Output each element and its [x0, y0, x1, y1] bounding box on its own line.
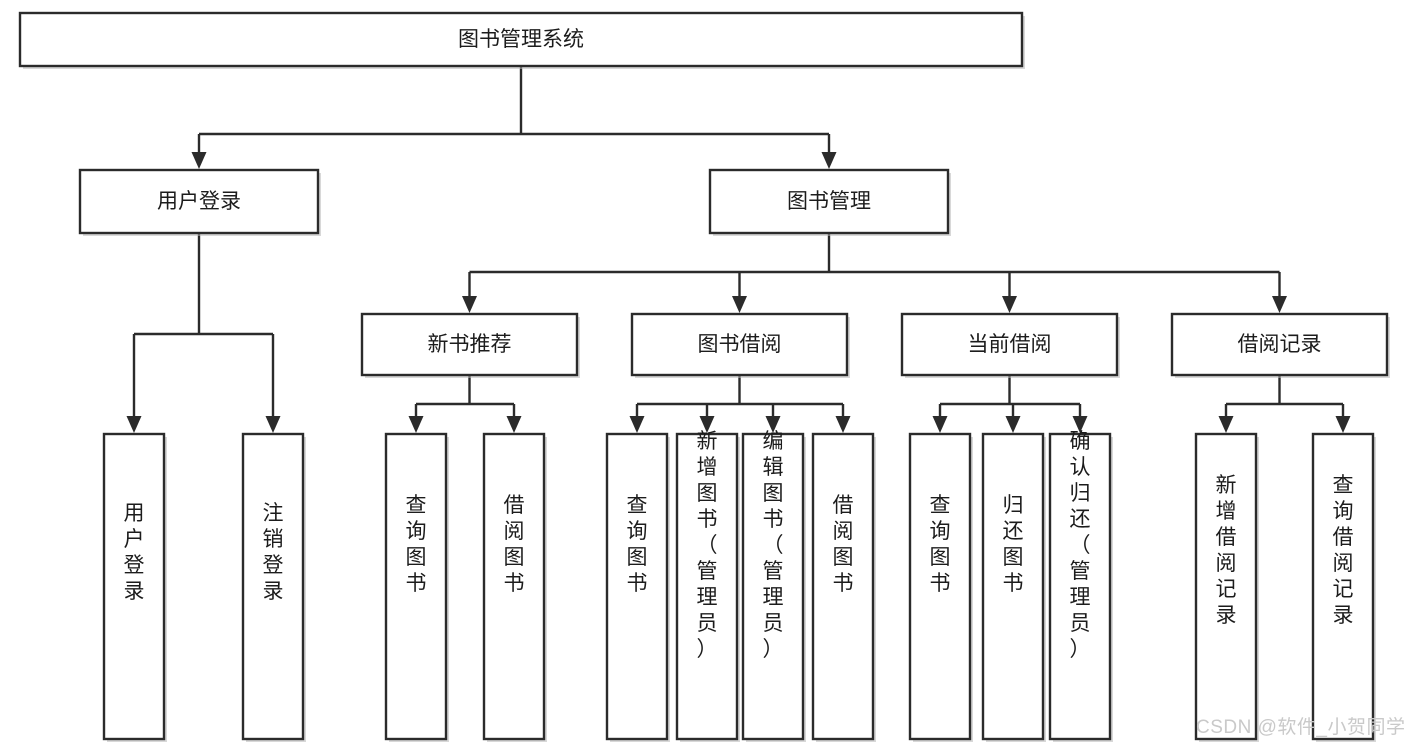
- node-label: 图书管理: [787, 190, 871, 213]
- node-rect[interactable]: [981, 432, 1045, 741]
- node-label: 新书推荐: [428, 333, 512, 356]
- node-label: 新增图书（管理员）: [697, 430, 718, 661]
- node-rect[interactable]: [900, 312, 1119, 377]
- node-logout[interactable]: 注销登录: [241, 432, 306, 742]
- node-label: 借阅记录: [1238, 333, 1322, 356]
- arrow-head: [126, 416, 142, 433]
- node-label: 查询图书: [627, 494, 648, 595]
- edge-group-bookmgmt: [462, 233, 1287, 313]
- node-userlogin[interactable]: 用户登录: [102, 432, 167, 742]
- node-rect[interactable]: [482, 432, 546, 741]
- arrow-head: [1272, 296, 1287, 313]
- arrow-head: [699, 416, 715, 433]
- arrow-head: [835, 416, 851, 433]
- node-rect[interactable]: [741, 432, 805, 741]
- edge-group-root: [191, 66, 837, 169]
- node-rect[interactable]: [605, 432, 669, 741]
- node-label: 新增借阅记录: [1216, 474, 1237, 627]
- node-rect[interactable]: [675, 432, 739, 741]
- node-confirm[interactable]: 确认归还（管理员）: [1048, 430, 1113, 742]
- node-rect[interactable]: [630, 312, 849, 377]
- node-rect[interactable]: [1048, 432, 1112, 741]
- edge-group-current: [932, 375, 1088, 433]
- arrow-head: [629, 416, 645, 433]
- node-label: 借阅图书: [833, 494, 854, 595]
- node-label: 图书管理系统: [458, 28, 584, 51]
- node-rect[interactable]: [78, 168, 320, 235]
- node-label: 归还图书: [1003, 494, 1024, 595]
- node-label: 图书借阅: [698, 333, 782, 356]
- node-returnbook[interactable]: 归还图书: [981, 432, 1046, 742]
- node-rect[interactable]: [360, 312, 579, 377]
- arrow-head: [765, 416, 781, 433]
- node-rect[interactable]: [102, 432, 166, 741]
- node-addbook[interactable]: 新增图书（管理员）: [675, 430, 740, 742]
- node-label: 编辑图书（管理员）: [763, 430, 784, 661]
- arrow-head: [1005, 416, 1021, 433]
- arrow-head: [1072, 416, 1088, 433]
- node-login[interactable]: 用户登录: [78, 168, 321, 236]
- node-qbook3[interactable]: 查询图书: [908, 432, 973, 742]
- edge-group-login: [126, 233, 281, 433]
- node-qrecord[interactable]: 查询借阅记录: [1311, 432, 1376, 742]
- edge-group-newbook: [408, 375, 522, 433]
- node-label: 用户登录: [157, 190, 241, 213]
- nodes-layer: 图书管理系统用户登录图书管理新书推荐图书借阅当前借阅借阅记录用户登录注销登录查询…: [18, 11, 1390, 742]
- node-newbook[interactable]: 新书推荐: [360, 312, 580, 378]
- node-label: 当前借阅: [968, 333, 1052, 356]
- arrow-head: [191, 152, 207, 169]
- arrow-head: [732, 296, 747, 313]
- node-rect[interactable]: [811, 432, 875, 741]
- node-rect[interactable]: [908, 432, 972, 741]
- arrow-head: [932, 416, 948, 433]
- arrow-head: [821, 152, 837, 169]
- node-rect[interactable]: [18, 11, 1024, 68]
- node-label: 查询图书: [930, 494, 951, 595]
- arrow-head: [265, 416, 281, 433]
- node-rect[interactable]: [1311, 432, 1375, 741]
- node-label: 确认归还（管理员）: [1070, 430, 1091, 661]
- node-rect[interactable]: [384, 432, 448, 741]
- node-rect[interactable]: [241, 432, 305, 741]
- edges-layer: [126, 66, 1351, 433]
- node-record[interactable]: 借阅记录: [1170, 312, 1390, 378]
- node-borrowbook2[interactable]: 借阅图书: [811, 432, 876, 742]
- arrow-head: [1218, 416, 1234, 433]
- arrow-head: [1335, 416, 1351, 433]
- watermark-label: CSDN @软件_小贺同学: [1196, 716, 1405, 738]
- node-label: 查询图书: [406, 494, 427, 595]
- node-editbook[interactable]: 编辑图书（管理员）: [741, 430, 806, 742]
- node-borrowbook1[interactable]: 借阅图书: [482, 432, 547, 742]
- arrow-head: [462, 296, 477, 313]
- node-qbook2[interactable]: 查询图书: [605, 432, 670, 742]
- edge-group-record: [1218, 375, 1351, 433]
- node-borrow[interactable]: 图书借阅: [630, 312, 850, 378]
- node-rect[interactable]: [1194, 432, 1258, 741]
- arrow-head: [506, 416, 522, 433]
- node-bookmgmt[interactable]: 图书管理: [708, 168, 951, 236]
- node-addrecord[interactable]: 新增借阅记录: [1194, 432, 1259, 742]
- node-label: 查询借阅记录: [1333, 474, 1354, 627]
- edge-group-borrow: [629, 375, 851, 433]
- node-rect[interactable]: [1170, 312, 1389, 377]
- node-label: 用户登录: [124, 502, 145, 603]
- node-root[interactable]: 图书管理系统: [18, 11, 1025, 69]
- arrow-head: [1002, 296, 1017, 313]
- node-current[interactable]: 当前借阅: [900, 312, 1120, 378]
- node-label: 借阅图书: [504, 494, 525, 595]
- arrow-head: [408, 416, 424, 433]
- node-label: 注销登录: [263, 502, 284, 603]
- node-qbook1[interactable]: 查询图书: [384, 432, 449, 742]
- node-rect[interactable]: [708, 168, 950, 235]
